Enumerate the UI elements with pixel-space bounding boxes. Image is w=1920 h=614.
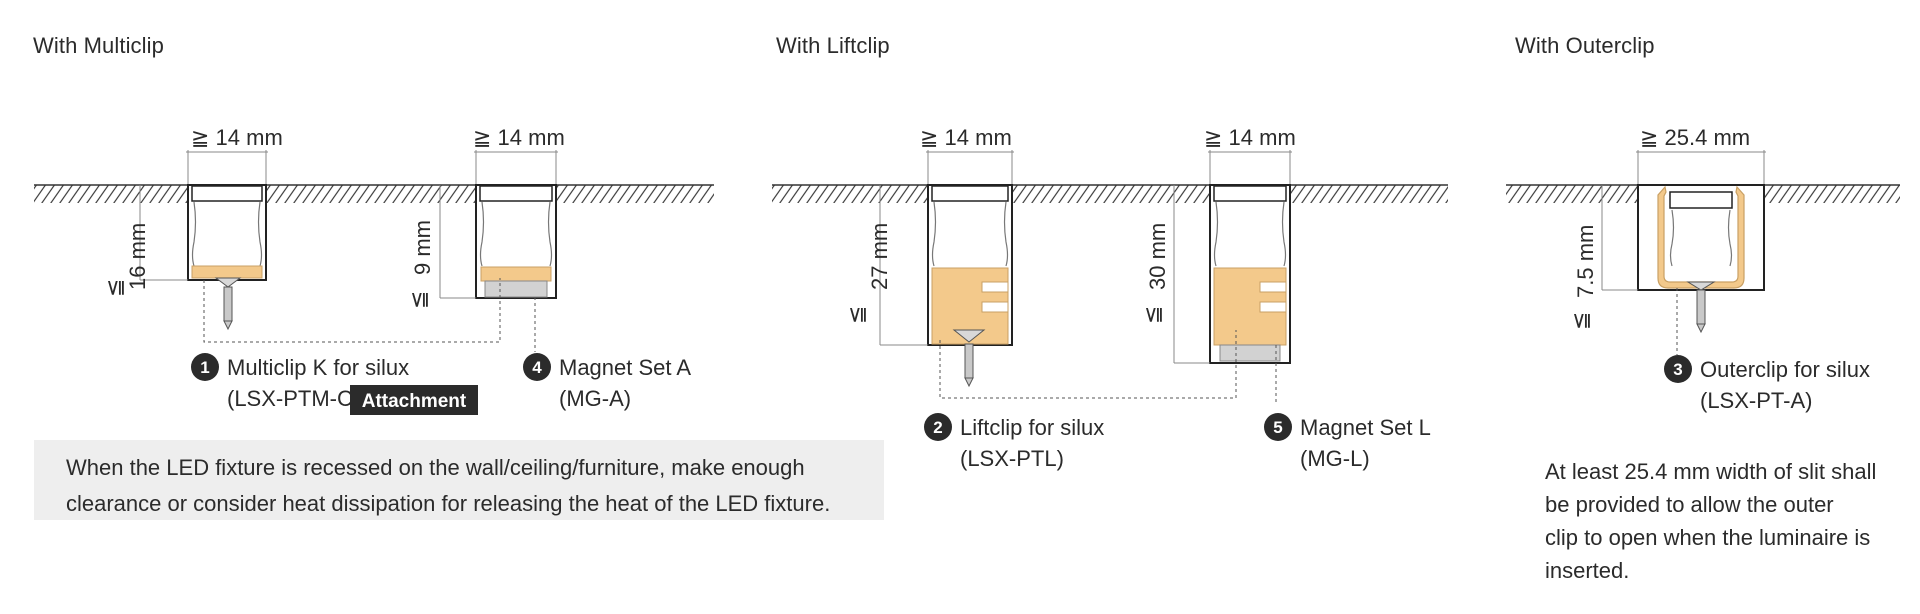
gte-symbol: ≦ (406, 291, 431, 309)
depth-dimension: 7.5 mm (1573, 225, 1598, 298)
multiclip-diagram: ≧ 14 mm 16 mm ≦ ≧ 14 mm 9 mm ≦ 1 Multicl… (34, 125, 714, 415)
note-line: clearance or consider heat dissipation f… (66, 491, 831, 516)
badge-number: 1 (200, 358, 209, 377)
width-dimension: ≧ 14 mm (1204, 125, 1296, 150)
gte-symbol: ≦ (102, 279, 127, 297)
liftclip-diagram: ≧ 14 mm 27 mm ≦ ≧ 14 mm 30 mm ≦ 2 Liftcl… (772, 125, 1448, 471)
section-title-outerclip: With Outerclip (1515, 33, 1655, 58)
number-badge (924, 413, 952, 441)
part-name: Multiclip K for silux (227, 355, 409, 380)
depth-dimension: 30 mm (1145, 223, 1170, 290)
part-name: Outerclip for silux (1700, 357, 1870, 382)
width-dimension: ≧ 14 mm (920, 125, 1012, 150)
badge-number: 2 (933, 418, 942, 437)
badge-number: 3 (1673, 360, 1682, 379)
attachment-tag-label: Attachment (362, 391, 467, 412)
attachment-tag (350, 385, 478, 415)
part-code: (MG-A) (559, 386, 631, 411)
number-badge (1264, 413, 1292, 441)
depth-dimension: 27 mm (867, 223, 892, 290)
badge-number: 4 (532, 358, 542, 377)
note-line: When the LED fixture is recessed on the … (66, 455, 805, 480)
number-badge (191, 353, 219, 381)
part-name: Liftclip for silux (960, 415, 1104, 440)
width-dimension: ≧ 14 mm (191, 125, 283, 150)
gte-symbol: ≦ (844, 306, 869, 324)
part-name: Magnet Set L (1300, 415, 1431, 440)
gte-symbol: ≦ (1568, 312, 1593, 330)
width-dimension: ≧ 14 mm (473, 125, 565, 150)
part-code: (MG-L) (1300, 446, 1370, 471)
width-dimension: ≧ 25.4 mm (1640, 125, 1750, 150)
section-title-liftclip: With Liftclip (776, 33, 890, 58)
note-line: inserted. (1545, 558, 1630, 583)
badge-number: 5 (1273, 418, 1282, 437)
depth-dimension: 9 mm (410, 220, 435, 275)
number-badge (523, 353, 551, 381)
part-name: Magnet Set A (559, 355, 691, 380)
part-code: (LSX-PTM-C) (227, 386, 360, 411)
heat-dissipation-note: When the LED fixture is recessed on the … (34, 440, 884, 520)
outerclip-note: At least 25.4 mm width of slit shall be … (1545, 455, 1915, 587)
section-title-multiclip: With Multiclip (33, 33, 164, 58)
note-line: clip to open when the luminaire is (1545, 525, 1871, 550)
note-line: be provided to allow the outer (1545, 492, 1834, 517)
part-code: (LSX-PTL) (960, 446, 1064, 471)
depth-dimension: 16 mm (125, 223, 150, 290)
part-code: (LSX-PT-A) (1700, 388, 1812, 413)
outerclip-diagram: ≧ 25.4 mm 7.5 mm ≦ 3 Outerclip for silux… (1506, 125, 1900, 413)
number-badge (1664, 355, 1692, 383)
note-line: At least 25.4 mm width of slit shall (1545, 459, 1877, 484)
gte-symbol: ≦ (1140, 306, 1165, 324)
